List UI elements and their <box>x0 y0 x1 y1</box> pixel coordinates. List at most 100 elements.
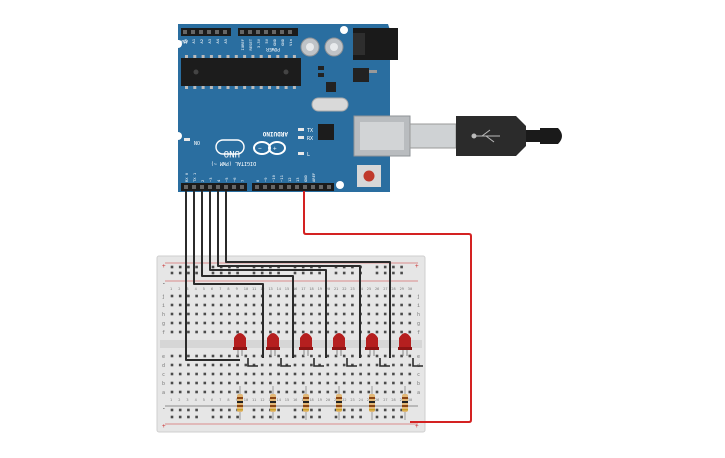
breadboard-hole[interactable] <box>211 321 215 325</box>
breadboard-hole[interactable] <box>269 354 272 358</box>
rail-hole[interactable] <box>301 415 305 419</box>
breadboard-hole[interactable] <box>187 390 190 394</box>
breadboard-hole[interactable] <box>195 381 198 385</box>
rail-hole[interactable] <box>228 408 231 412</box>
rail-hole[interactable] <box>219 271 223 275</box>
breadboard-hole[interactable] <box>400 354 403 358</box>
breadboard[interactable]: + - - + + + 1122334455667788991010111112… <box>156 255 426 433</box>
breadboard-hole[interactable] <box>301 390 305 394</box>
analog-pin[interactable] <box>207 30 211 34</box>
breadboard-hole[interactable] <box>400 294 403 298</box>
breadboard-hole[interactable] <box>383 390 387 394</box>
breadboard-hole[interactable] <box>219 363 223 367</box>
breadboard-hole[interactable] <box>375 381 379 385</box>
breadboard-hole[interactable] <box>211 381 215 385</box>
breadboard-hole[interactable] <box>301 381 305 385</box>
breadboard-hole[interactable] <box>178 354 182 358</box>
breadboard-hole[interactable] <box>318 321 321 325</box>
breadboard-hole[interactable] <box>236 312 239 316</box>
breadboard-hole[interactable] <box>367 321 371 325</box>
breadboard-hole[interactable] <box>392 372 395 376</box>
breadboard-hole[interactable] <box>375 294 379 298</box>
breadboard-hole[interactable] <box>334 294 338 298</box>
breadboard-hole[interactable] <box>178 390 182 394</box>
rail-hole[interactable] <box>170 408 174 412</box>
breadboard-hole[interactable] <box>178 363 182 367</box>
short-wire[interactable] <box>247 358 258 367</box>
breadboard-hole[interactable] <box>293 372 297 376</box>
rail-hole[interactable] <box>375 408 379 412</box>
breadboard-hole[interactable] <box>334 312 338 316</box>
breadboard-hole[interactable] <box>219 303 223 307</box>
breadboard-hole[interactable] <box>252 390 256 394</box>
breadboard-hole[interactable] <box>351 312 354 316</box>
breadboard-hole[interactable] <box>260 390 264 394</box>
breadboard-hole[interactable] <box>342 354 346 358</box>
breadboard-hole[interactable] <box>277 381 280 385</box>
breadboard-hole[interactable] <box>326 321 330 325</box>
short-wire[interactable] <box>280 358 291 367</box>
breadboard-hole[interactable] <box>310 321 313 325</box>
breadboard-hole[interactable] <box>367 294 371 298</box>
breadboard-hole[interactable] <box>383 330 387 334</box>
breadboard-hole[interactable] <box>351 390 354 394</box>
breadboard-hole[interactable] <box>285 372 289 376</box>
breadboard-hole[interactable] <box>383 294 387 298</box>
power-pin[interactable] <box>288 30 292 34</box>
breadboard-hole[interactable] <box>203 294 207 298</box>
rail-hole[interactable] <box>383 415 387 419</box>
breadboard-hole[interactable] <box>383 321 387 325</box>
breadboard-hole[interactable] <box>170 363 174 367</box>
breadboard-hole[interactable] <box>203 381 207 385</box>
breadboard-hole[interactable] <box>334 372 338 376</box>
breadboard-hole[interactable] <box>408 321 412 325</box>
breadboard-hole[interactable] <box>285 294 289 298</box>
breadboard-hole[interactable] <box>236 372 239 376</box>
breadboard-hole[interactable] <box>310 294 313 298</box>
breadboard-hole[interactable] <box>170 354 174 358</box>
breadboard-hole[interactable] <box>301 312 305 316</box>
rail-hole[interactable] <box>400 408 403 412</box>
signal-wire[interactable] <box>185 191 240 361</box>
breadboard-hole[interactable] <box>170 372 174 376</box>
digital-pin[interactable] <box>303 185 307 189</box>
breadboard-hole[interactable] <box>260 381 264 385</box>
rail-hole[interactable] <box>351 271 354 275</box>
digital-pin[interactable] <box>232 185 236 189</box>
breadboard-hole[interactable] <box>375 312 379 316</box>
breadboard-hole[interactable] <box>219 321 223 325</box>
rail-hole[interactable] <box>342 271 346 275</box>
breadboard-hole[interactable] <box>375 321 379 325</box>
breadboard-hole[interactable] <box>367 354 371 358</box>
breadboard-hole[interactable] <box>342 363 346 367</box>
breadboard-hole[interactable] <box>408 294 412 298</box>
gnd-wire[interactable] <box>303 191 472 423</box>
breadboard-hole[interactable] <box>408 354 412 358</box>
breadboard-hole[interactable] <box>293 381 297 385</box>
breadboard-hole[interactable] <box>236 330 239 334</box>
power-pin[interactable] <box>240 30 244 34</box>
breadboard-hole[interactable] <box>359 381 362 385</box>
breadboard-hole[interactable] <box>203 363 207 367</box>
breadboard-hole[interactable] <box>293 330 297 334</box>
breadboard-hole[interactable] <box>252 330 256 334</box>
breadboard-hole[interactable] <box>351 303 354 307</box>
breadboard-hole[interactable] <box>351 363 354 367</box>
breadboard-hole[interactable] <box>219 312 223 316</box>
breadboard-hole[interactable] <box>236 303 239 307</box>
breadboard-hole[interactable] <box>187 363 190 367</box>
reset-button[interactable] <box>363 170 375 182</box>
breadboard-hole[interactable] <box>269 330 272 334</box>
breadboard-hole[interactable] <box>170 312 174 316</box>
breadboard-hole[interactable] <box>187 303 190 307</box>
digital-pin[interactable] <box>327 185 331 189</box>
short-wire[interactable] <box>346 358 357 367</box>
breadboard-hole[interactable] <box>359 390 362 394</box>
breadboard-hole[interactable] <box>203 312 207 316</box>
breadboard-hole[interactable] <box>400 390 403 394</box>
breadboard-hole[interactable] <box>285 390 289 394</box>
breadboard-hole[interactable] <box>269 294 272 298</box>
rail-hole[interactable] <box>187 265 190 269</box>
breadboard-hole[interactable] <box>252 303 256 307</box>
breadboard-hole[interactable] <box>170 381 174 385</box>
